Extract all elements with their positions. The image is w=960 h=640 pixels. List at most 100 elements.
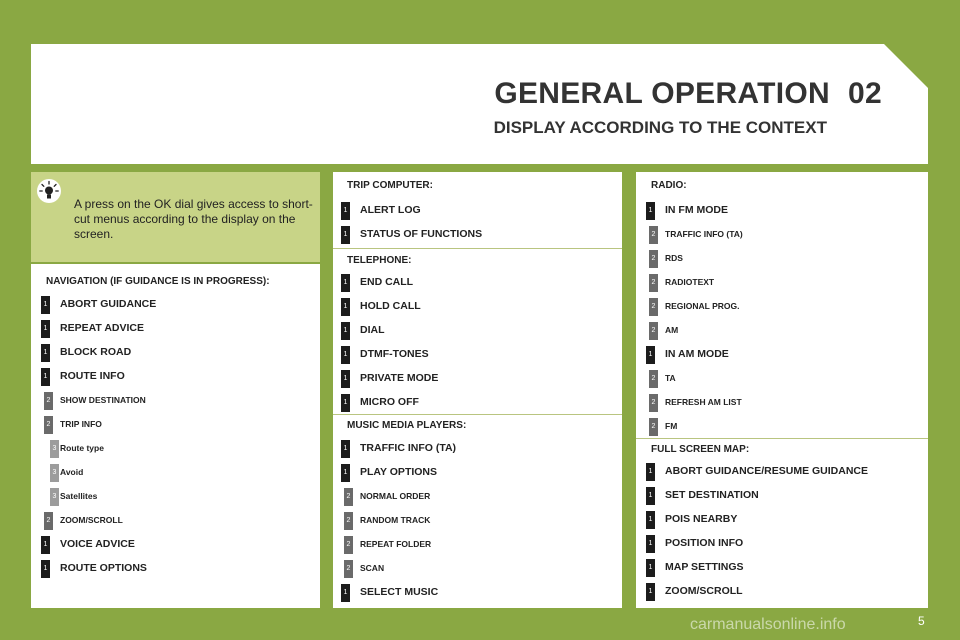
item-label: ZOOM/SCROLL <box>60 515 123 525</box>
item-label: DIAL <box>360 324 385 336</box>
level-badge: 1 <box>646 463 655 481</box>
page-number: 5 <box>918 614 925 628</box>
level-badge: 2 <box>44 512 53 530</box>
item-label: TRAFFIC INFO (TA) <box>360 442 457 454</box>
item-label: MAP SETTINGS <box>665 561 744 573</box>
item-label: SET DESTINATION <box>665 489 759 501</box>
level-badge: 2 <box>649 298 658 316</box>
level-badge: 2 <box>344 536 353 554</box>
telephone-title: TELEPHONE: <box>347 255 412 266</box>
radio-title: RADIO: <box>651 180 687 191</box>
level-badge: 2 <box>649 322 658 340</box>
item-label: RDS <box>665 253 683 263</box>
level-badge: 1 <box>646 487 655 505</box>
level-badge: 1 <box>41 344 50 362</box>
item-label: POSITION INFO <box>665 537 744 549</box>
level-badge: 1 <box>341 298 350 316</box>
item-label: PRIVATE MODE <box>360 372 439 384</box>
item-label: POIS NEARBY <box>665 513 738 525</box>
watermark: carmanualsonline.info <box>690 616 846 633</box>
item-label: ABORT GUIDANCE <box>60 298 157 310</box>
trip-computer-title: TRIP COMPUTER: <box>347 180 433 191</box>
item-label: STATUS OF FUNCTIONS <box>360 228 483 240</box>
level-badge: 2 <box>44 392 53 410</box>
level-badge: 1 <box>341 322 350 340</box>
center-panel <box>333 172 622 608</box>
item-label: TA <box>665 373 676 383</box>
item-label: Satellites <box>60 491 98 501</box>
lightbulb-icon <box>37 179 61 203</box>
item-label: IN AM MODE <box>665 348 729 360</box>
item-label: END CALL <box>360 276 414 288</box>
level-badge: 2 <box>649 370 658 388</box>
level-badge: 2 <box>344 560 353 578</box>
level-badge: 1 <box>341 274 350 292</box>
divider <box>636 438 928 439</box>
level-badge: 1 <box>341 226 350 244</box>
level-badge: 2 <box>649 394 658 412</box>
level-badge: 1 <box>341 584 350 602</box>
item-label: ZOOM/SCROLL <box>665 585 743 597</box>
page-title: GENERAL OPERATION 02 <box>494 77 882 111</box>
divider <box>333 414 622 415</box>
item-label: TRAFFIC INFO (TA) <box>665 229 743 239</box>
item-label: AM <box>665 325 679 335</box>
level-badge: 1 <box>646 511 655 529</box>
tip-box: A press on the OK dial gives access to s… <box>31 172 320 262</box>
right-panel <box>636 172 928 608</box>
item-label: DTMF-TONES <box>360 348 429 360</box>
navigation-panel <box>31 264 320 608</box>
level-badge: 1 <box>41 320 50 338</box>
item-label: MICRO OFF <box>360 396 419 408</box>
item-label: HOLD CALL <box>360 300 421 312</box>
item-label: NORMAL ORDER <box>360 491 431 501</box>
level-badge: 2 <box>344 488 353 506</box>
item-label: REFRESH AM LIST <box>665 397 742 407</box>
level-badge: 1 <box>341 394 350 412</box>
level-badge: 1 <box>341 370 350 388</box>
item-label: ROUTE OPTIONS <box>60 562 147 574</box>
level-badge: 2 <box>649 250 658 268</box>
item-label: VOICE ADVICE <box>60 538 135 550</box>
item-label: FM <box>665 421 678 431</box>
navigation-title: NAVIGATION (IF GUIDANCE IS IN PROGRESS): <box>46 276 270 287</box>
fullscreen-map-title: FULL SCREEN MAP: <box>651 444 750 455</box>
divider <box>333 248 622 249</box>
item-label: SELECT MUSIC <box>360 586 439 598</box>
level-badge: 1 <box>341 464 350 482</box>
level-badge: 1 <box>646 583 655 601</box>
level-badge: 2 <box>44 416 53 434</box>
item-label: RADIOTEXT <box>665 277 715 287</box>
item-label: TRIP INFO <box>60 419 102 429</box>
item-label: ABORT GUIDANCE/RESUME GUIDANCE <box>665 465 869 477</box>
music-title: MUSIC MEDIA PLAYERS: <box>347 420 467 431</box>
item-label: IN FM MODE <box>665 204 728 216</box>
level-badge: 1 <box>646 535 655 553</box>
title-text: GENERAL OPERATION <box>494 77 831 110</box>
level-badge: 1 <box>341 202 350 220</box>
tip-text: A press on the OK dial gives access to s… <box>74 197 313 241</box>
level-badge: 2 <box>649 226 658 244</box>
level-badge: 1 <box>41 296 50 314</box>
level-badge: 1 <box>41 368 50 386</box>
level-badge: 3 <box>50 464 59 482</box>
item-label: REPEAT FOLDER <box>360 539 432 549</box>
item-label: Route type <box>60 443 104 453</box>
level-badge: 2 <box>649 418 658 436</box>
item-label: SHOW DESTINATION <box>60 395 146 405</box>
item-label: REPEAT ADVICE <box>60 322 145 334</box>
item-label: PLAY OPTIONS <box>360 466 438 478</box>
level-badge: 1 <box>341 346 350 364</box>
item-label: ROUTE INFO <box>60 370 125 382</box>
item-label: SCAN <box>360 563 385 573</box>
level-badge: 2 <box>649 274 658 292</box>
item-label: BLOCK ROAD <box>60 346 132 358</box>
item-label: ALERT LOG <box>360 204 421 216</box>
item-label: REGIONAL PROG. <box>665 301 740 311</box>
level-badge: 1 <box>646 346 655 364</box>
level-badge: 1 <box>41 560 50 578</box>
item-label: Avoid <box>60 467 84 477</box>
level-badge: 1 <box>41 536 50 554</box>
chapter-number: 02 <box>848 77 882 110</box>
